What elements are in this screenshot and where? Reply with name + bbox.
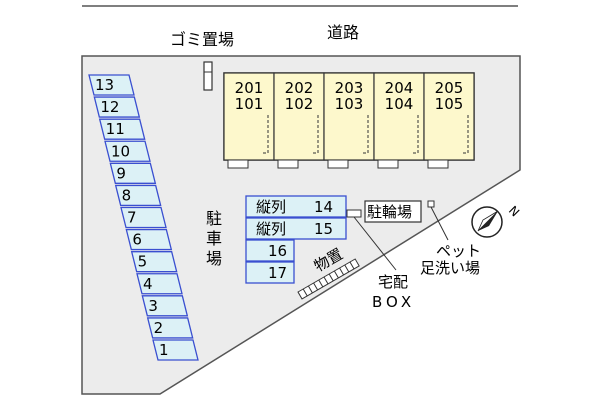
- unit-entry-line: [462, 115, 469, 154]
- parking-slot-left: [120, 206, 167, 229]
- parking-label-2: 車: [206, 229, 222, 248]
- garbage-box: [203, 61, 213, 91]
- storage-divider: [344, 264, 350, 273]
- parking-label-3: 場: [206, 249, 222, 268]
- parking-slot-number: 9: [116, 164, 126, 182]
- parking-slot-left: [104, 140, 151, 162]
- unit-entry-line: [312, 115, 319, 154]
- pet-footwash-label-2: 足洗い場: [420, 259, 480, 277]
- parking-slot-left: [88, 74, 135, 96]
- parking-slot-number: 10: [111, 142, 130, 160]
- unit-balcony: [277, 159, 299, 169]
- garbage-label: ゴミ置場: [170, 30, 234, 49]
- unit-cell: [323, 72, 375, 161]
- delivery-box-label-1: 宅配: [378, 273, 408, 291]
- parking-slot-number: 7: [127, 209, 137, 227]
- parking-slot-left: [125, 228, 173, 251]
- unit-number-upper: 202: [285, 79, 314, 97]
- parking-slot-number: 1: [159, 341, 169, 359]
- pet-footwash-label-1: ペット: [436, 242, 481, 260]
- storage-divider: [323, 276, 329, 285]
- compass-north-label: N: [506, 203, 522, 219]
- parking-slot-center: [245, 217, 347, 240]
- north-compass: [471, 206, 503, 238]
- parking-slot-left: [114, 184, 162, 207]
- unit-number-lower: 101: [235, 95, 264, 113]
- delivery-box-marker: [346, 209, 362, 218]
- delivery-box-label-2: BOX: [372, 293, 415, 311]
- parking-slot-left: [93, 96, 141, 118]
- parking-center-group: 縦列 14 縦列 15 16 17: [245, 195, 347, 284]
- bicycle-parking-label: 駐輪場: [367, 203, 412, 221]
- storage-divider: [333, 270, 339, 279]
- unit-number-lower: 102: [285, 95, 314, 113]
- parking-slot-left: [109, 162, 157, 184]
- storage-divider: [318, 279, 324, 288]
- storage-divider: [328, 273, 334, 282]
- parking-slot-number: 11: [106, 120, 125, 138]
- parking-slot-left: [152, 339, 199, 361]
- parking-slot-number: 16: [268, 242, 287, 260]
- pet-footwash-leader: [430, 206, 449, 241]
- unit-balcony: [227, 159, 249, 169]
- unit-number-upper: 204: [385, 79, 414, 97]
- parking-slot-center: [245, 195, 347, 218]
- storage-divider: [313, 282, 319, 291]
- parking-slot-center: [245, 239, 295, 262]
- storage-divider: [349, 261, 355, 270]
- parking-slot-number: 6: [132, 231, 142, 249]
- unit-cell: [423, 72, 475, 161]
- parking-slot-center: [245, 261, 295, 284]
- compass-needle-light: [477, 210, 499, 232]
- parking-slot-left: [136, 273, 183, 295]
- parking-slot-left: [130, 251, 178, 273]
- parking-slot-number: 5: [138, 253, 148, 271]
- parking-slot-number: 2: [154, 319, 164, 337]
- delivery-box-leader: [353, 216, 397, 271]
- unit-entry-line: [262, 115, 269, 154]
- parking-slot-number: 17: [268, 264, 287, 282]
- parking-left-group: 13 12 11 10 9 8 7 6 5 4 3 2 1: [88, 74, 199, 361]
- unit-entry-line: [362, 115, 369, 154]
- parking-slot-left: [141, 295, 189, 317]
- storage-divider: [339, 267, 345, 276]
- parking-slot-number: 8: [122, 186, 132, 204]
- unit-cell: [373, 72, 425, 161]
- parking-slot-number: 13: [95, 76, 114, 94]
- parking-slot-type: 縦列: [256, 220, 286, 238]
- unit-balcony: [327, 159, 349, 169]
- parking-slot-number: 14: [314, 198, 333, 216]
- storage-shed: [297, 258, 360, 300]
- unit-entry-line: [412, 115, 419, 154]
- parking-slot-number: 3: [148, 297, 158, 315]
- parking-slot-number: 12: [100, 98, 119, 116]
- storage-outline: [297, 258, 360, 300]
- unit-number-upper: 205: [435, 79, 464, 97]
- parking-slot-number: 15: [314, 220, 333, 238]
- parking-slot-number: 4: [143, 275, 153, 293]
- parking-label-1: 駐: [206, 209, 222, 228]
- unit-number-lower: 103: [335, 95, 364, 113]
- unit-number-upper: 201: [235, 79, 264, 97]
- storage-divider: [307, 285, 313, 294]
- parking-slot-type: 縦列: [256, 198, 286, 216]
- unit-number-lower: 104: [385, 95, 414, 113]
- parking-slot-left: [98, 118, 146, 140]
- bicycle-parking: [364, 200, 422, 223]
- storage-body: [297, 258, 360, 300]
- pet-footwash-marker: [427, 200, 435, 208]
- unit-number-upper: 203: [335, 79, 364, 97]
- unit-balcony: [427, 159, 449, 169]
- unit-balcony: [377, 159, 399, 169]
- parking-slot-left: [146, 317, 194, 339]
- unit-cell: [223, 72, 275, 161]
- storage-divider: [302, 288, 308, 297]
- unit-number-lower: 105: [435, 95, 464, 113]
- road-label: 道路: [327, 23, 359, 42]
